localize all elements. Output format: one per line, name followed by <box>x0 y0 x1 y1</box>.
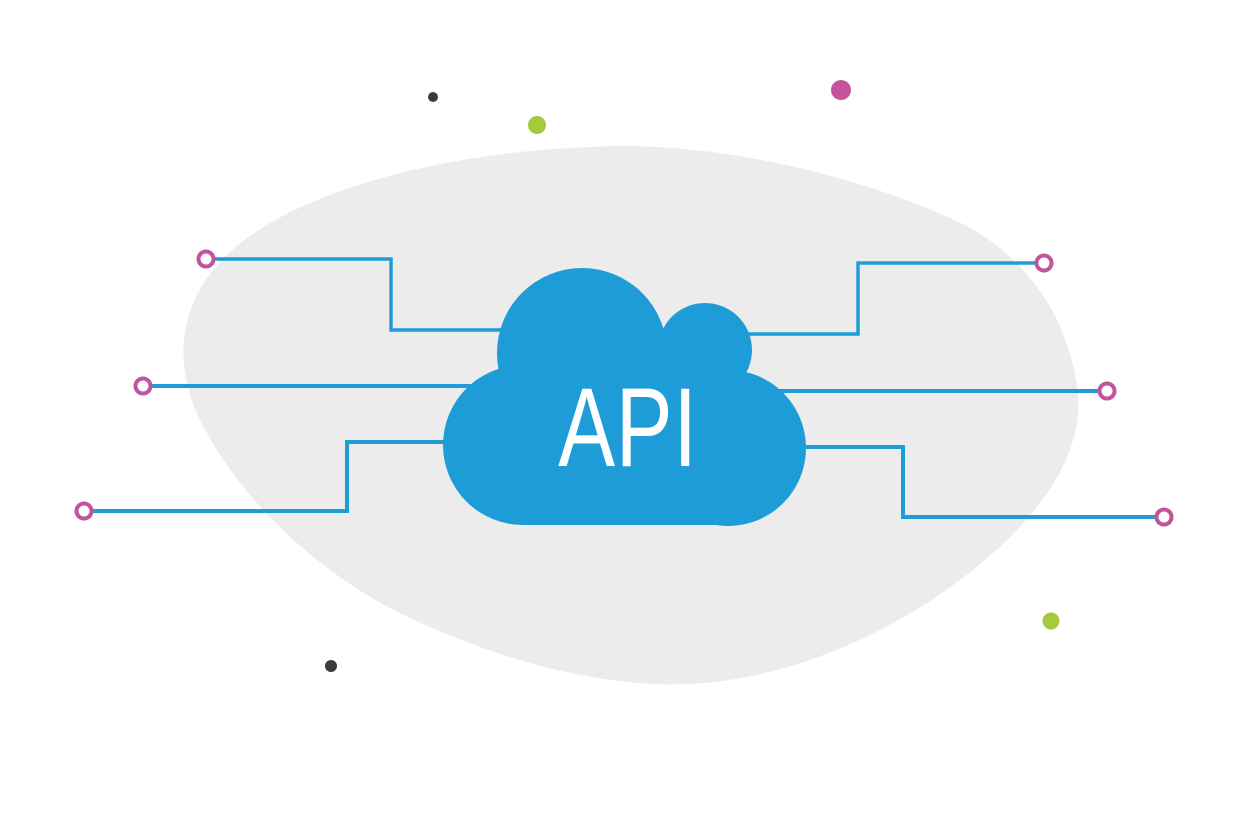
endpoint-node <box>1034 253 1054 273</box>
endpoint-node <box>133 376 153 396</box>
decorative-dot <box>831 80 851 100</box>
decorative-dot <box>428 92 438 102</box>
decorative-dot <box>528 116 546 134</box>
decorative-dot <box>1042 612 1060 630</box>
decorative-dots <box>325 80 1060 672</box>
endpoint-node <box>196 249 216 269</box>
endpoint-nodes <box>74 249 1174 527</box>
cloud-base <box>523 353 728 525</box>
api-label: API <box>558 366 697 491</box>
decorative-dot <box>325 660 337 672</box>
cloud-icon <box>443 268 806 526</box>
endpoint-node <box>74 501 94 521</box>
connector-line <box>206 257 590 332</box>
endpoint-node <box>1097 381 1117 401</box>
connector-line <box>690 261 1044 336</box>
endpoint-node <box>1154 507 1174 527</box>
